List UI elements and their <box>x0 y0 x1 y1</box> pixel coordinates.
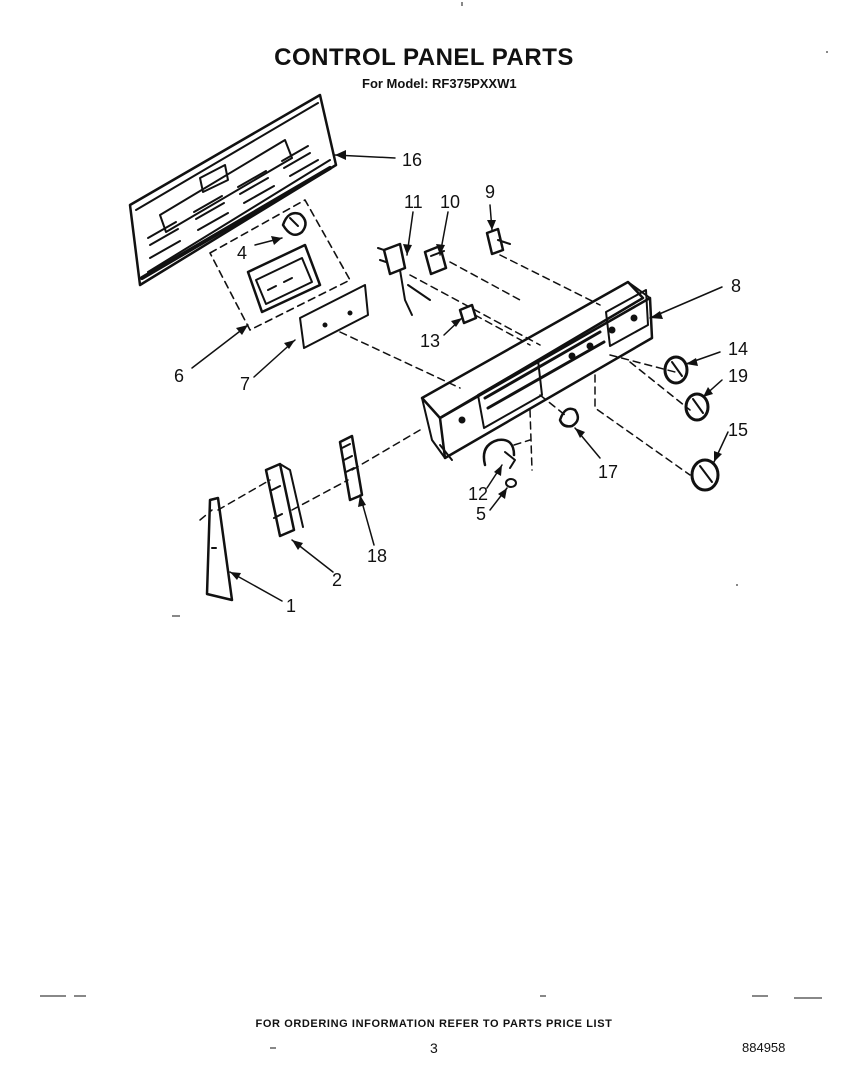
ordering-note: FOR ORDERING INFORMATION REFER TO PARTS … <box>255 1018 613 1030</box>
document-number: 884958 <box>742 1040 786 1055</box>
part-7-lens <box>299 284 369 349</box>
callout-5: 5 <box>476 504 486 524</box>
part-1-end-cap <box>205 496 234 602</box>
part-13-connector <box>458 303 478 325</box>
part-10-switch <box>423 244 448 276</box>
part-6-clock-housing <box>209 199 351 331</box>
assembly-guide-lines <box>199 254 691 521</box>
callout-16: 16 <box>402 150 422 170</box>
callout-10: 10 <box>440 192 460 212</box>
part-2-bracket <box>264 462 304 538</box>
callout-7: 7 <box>240 374 250 394</box>
part-17-knob <box>558 407 580 428</box>
callout-9: 9 <box>485 182 495 202</box>
part-14-knob <box>663 355 689 385</box>
callout-4: 4 <box>237 243 247 263</box>
callout-17: 17 <box>598 462 618 482</box>
part-12-wire <box>482 438 516 469</box>
callout-6: 6 <box>174 366 184 386</box>
model-subtitle: For Model: RF375PXXW1 <box>362 76 517 91</box>
part-5-clip <box>505 478 517 488</box>
callout-8: 8 <box>731 276 741 296</box>
part-19-knob <box>684 392 710 422</box>
scan-marks <box>40 2 828 1049</box>
page-title: CONTROL PANEL PARTS <box>274 44 574 71</box>
part-8-control-panel <box>420 280 654 461</box>
part-9-switch <box>485 227 511 256</box>
part-15-knob <box>690 458 720 492</box>
part-16-trim-panel <box>128 93 338 287</box>
page-number: 3 <box>430 1040 438 1056</box>
callout-12: 12 <box>468 484 488 504</box>
callout-11: 11 <box>404 192 423 212</box>
callout-15: 15 <box>728 420 748 440</box>
callout-18: 18 <box>367 546 387 566</box>
part-18-bracket <box>338 434 364 502</box>
part-11-switch <box>377 242 431 316</box>
callout-19: 19 <box>728 366 748 386</box>
callout-1: 1 <box>286 596 296 616</box>
callout-2: 2 <box>332 570 342 590</box>
callout-14: 14 <box>728 339 748 359</box>
part-4-clock-knob <box>281 211 307 237</box>
callout-arrowheads <box>230 150 722 580</box>
callout-13: 13 <box>420 331 440 351</box>
